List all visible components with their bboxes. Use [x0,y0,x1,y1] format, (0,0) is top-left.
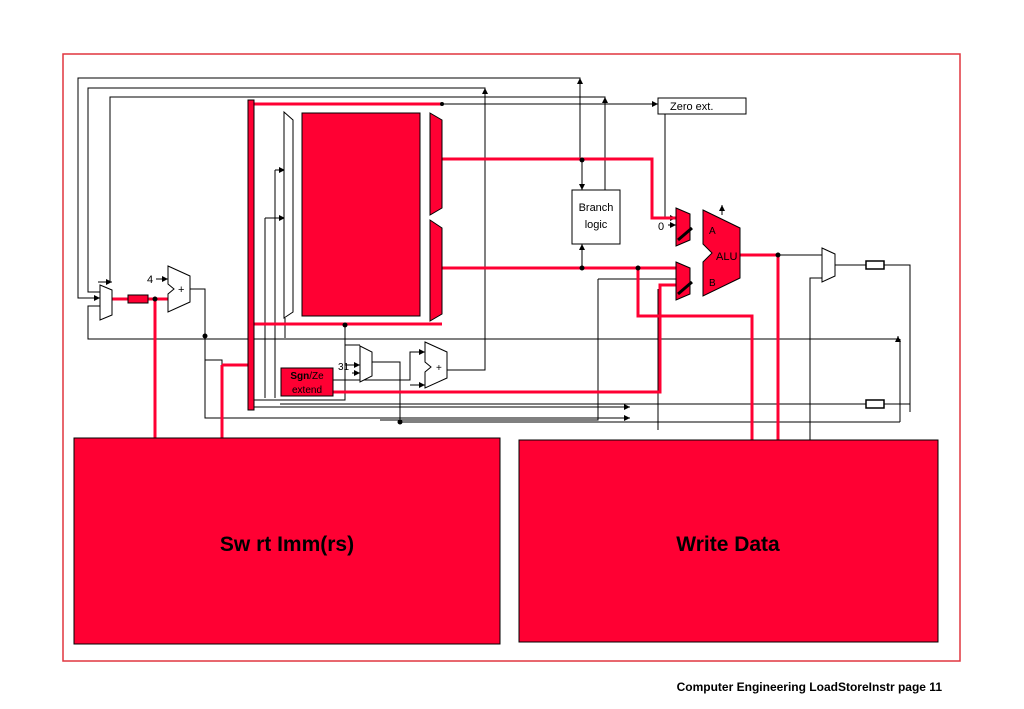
instruction-panel [73,437,501,645]
alu-b-mux-select [677,280,693,296]
junction-dot [152,296,158,302]
zero-ext-label: Zero ext. [670,101,713,113]
const-four: 4 [147,274,153,286]
arrowheads [94,78,901,421]
alu-input-b-label: B [709,278,716,289]
link-register-mux [359,345,373,383]
alu-b-mux [675,261,691,301]
branch-logic-unit [571,189,621,245]
highlighted-wires [112,102,780,440]
alu-label: ALU [716,251,737,263]
pc-adder [167,265,191,313]
sign-extend-unit [280,367,334,397]
regfile-input-mux [283,110,294,319]
register-file [301,112,421,317]
const-31: 31 [338,362,350,373]
result-register [865,260,885,270]
pc-register [127,294,149,304]
branch-adder [424,341,448,389]
sign-extend-label-2: extend [292,385,322,396]
junction-dots [202,102,781,425]
alu-a-mux [675,207,691,247]
read-port-a [429,112,443,216]
slide-footer: Computer Engineering LoadStoreInstr page… [676,680,942,694]
black-wires [77,77,911,440]
alu [702,209,741,297]
write-data-panel [518,439,939,643]
pc-adder-plus: + [178,284,184,296]
branch-logic-label-2: logic [585,219,608,231]
result-mux [821,247,836,283]
write-data-caption: Write Data [676,533,780,556]
instruction-caption: Sw rt Imm(rs) [220,533,354,556]
store-data-register [865,399,885,409]
pc-mux [99,284,113,321]
branch-logic-label-1: Branch [579,202,614,214]
instruction-bus [247,99,255,411]
branch-adder-plus: + [436,363,442,374]
sign-extend-label: Sgn/Ze [290,371,324,382]
const-zero: 0 [658,221,664,233]
alu-input-a-label: A [709,226,716,237]
read-port-b [429,219,443,322]
zero-ext-unit [657,97,747,115]
alu-a-mux-select [677,226,693,242]
slide-frame [62,53,961,662]
